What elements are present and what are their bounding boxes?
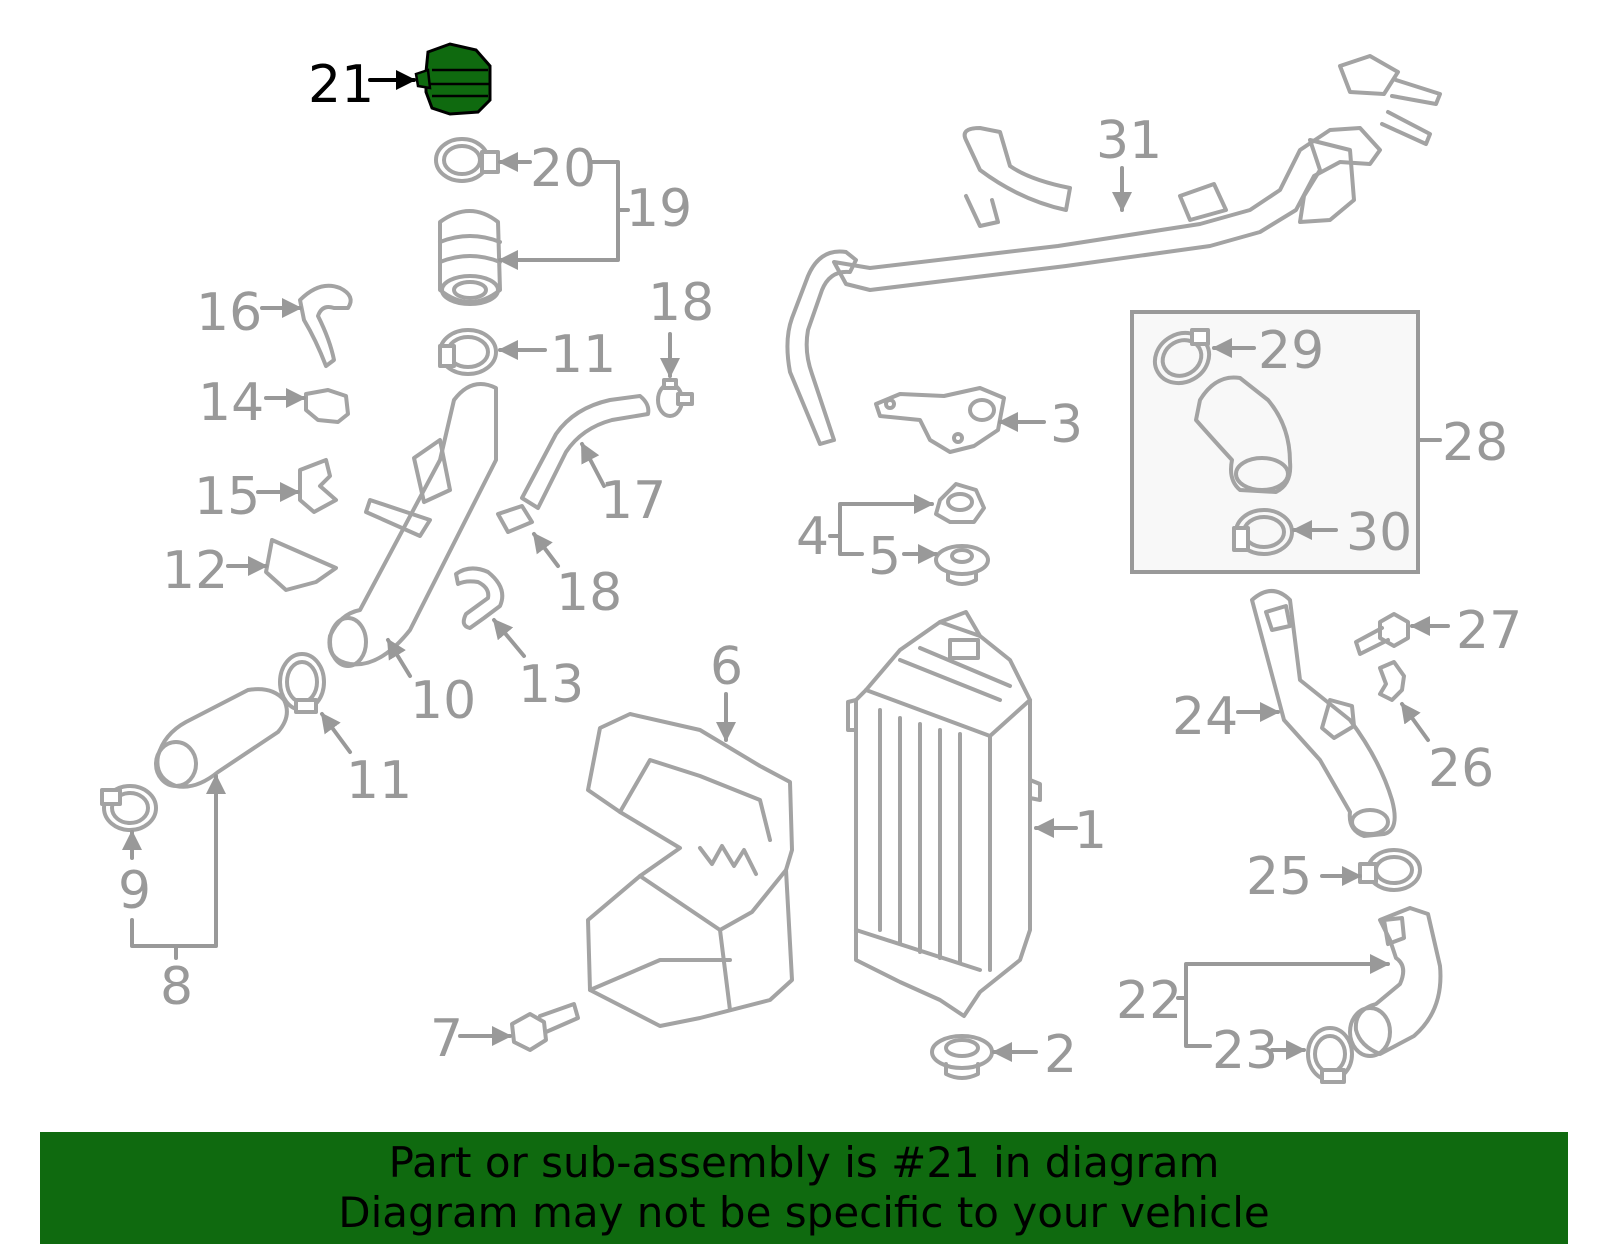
part-20-clamp[interactable]: [434, 137, 500, 183]
callout-20: 20: [530, 139, 596, 199]
callout-24: 24: [1172, 687, 1238, 747]
callout-10: 10: [410, 671, 476, 731]
part-4-mount[interactable]: [934, 482, 986, 524]
info-banner: Part or sub-assembly is #21 in diagram D…: [40, 1132, 1568, 1244]
part-19-hose[interactable]: [438, 209, 502, 306]
banner-line-part: Part or sub-assembly is #21 in diagram: [388, 1138, 1220, 1187]
callout-5: 5: [868, 527, 901, 587]
part-27-bolt[interactable]: [1354, 612, 1410, 656]
callout-2: 2: [1044, 1025, 1077, 1085]
callout-14: 14: [198, 373, 264, 433]
part-31-pipe[interactable]: [785, 54, 1442, 446]
callout-18-lower: 18: [556, 563, 622, 623]
callout-13: 13: [518, 655, 584, 715]
callout-7: 7: [430, 1009, 463, 1069]
part-15-bracket[interactable]: [298, 458, 338, 514]
part-13-hose[interactable]: [454, 566, 505, 630]
part-11-lower-clamp[interactable]: [278, 652, 326, 714]
banner-line-disclaimer: Diagram may not be specific to your vehi…: [338, 1188, 1270, 1237]
part-21-cap[interactable]: [414, 42, 492, 116]
part-2-grommet[interactable]: [930, 1034, 994, 1080]
callout-29: 29: [1258, 321, 1324, 381]
callout-1: 1: [1074, 801, 1107, 861]
part-25-clamp[interactable]: [1358, 848, 1422, 892]
callout-21: 21: [308, 55, 374, 115]
part-8-hose[interactable]: [154, 687, 289, 789]
callout-25: 25: [1246, 847, 1312, 907]
part-7-bolt[interactable]: [510, 1002, 580, 1052]
callout-19: 19: [626, 179, 692, 239]
part-24-pipe[interactable]: [1250, 589, 1397, 838]
callout-8: 8: [160, 957, 193, 1017]
part-16-hose[interactable]: [298, 283, 353, 368]
callout-12: 12: [162, 541, 228, 601]
part-12-bracket[interactable]: [264, 538, 338, 592]
callout-16: 16: [196, 283, 262, 343]
callout-26: 26: [1428, 739, 1494, 799]
part-18-clamp-upper[interactable]: [656, 378, 694, 418]
part-6-air-box[interactable]: [586, 712, 794, 1028]
callout-30: 30: [1346, 503, 1412, 563]
callout-23: 23: [1212, 1021, 1278, 1081]
callout-9: 9: [118, 861, 151, 921]
part-14-bracket[interactable]: [304, 388, 350, 424]
part-17-hose[interactable]: [520, 394, 651, 510]
part-22-hose[interactable]: [1348, 906, 1443, 1058]
callout-11-upper: 11: [550, 325, 616, 385]
callout-11-lower: 11: [346, 751, 412, 811]
callout-15: 15: [194, 467, 260, 527]
part-26-clip[interactable]: [1378, 660, 1406, 702]
part-5-grommet[interactable]: [934, 544, 990, 586]
part-3-bracket[interactable]: [874, 386, 1006, 454]
callout-28: 28: [1442, 413, 1508, 473]
part-28-hose[interactable]: [1194, 375, 1293, 494]
callout-17: 17: [600, 471, 666, 531]
part-10-pipe[interactable]: [327, 382, 498, 668]
callout-6: 6: [710, 637, 743, 697]
callout-27: 27: [1456, 601, 1522, 661]
part-1-intercooler[interactable]: [846, 610, 1042, 1018]
part-18-clamp-lower[interactable]: [496, 504, 534, 534]
callout-22: 22: [1116, 971, 1182, 1031]
callout-18-upper: 18: [648, 273, 714, 333]
part-29-clamp[interactable]: [1146, 323, 1218, 393]
part-11-upper-clamp[interactable]: [438, 328, 498, 376]
callout-4: 4: [796, 507, 829, 567]
callout-31: 31: [1096, 111, 1162, 171]
part-23-clamp[interactable]: [1306, 1026, 1354, 1084]
part-9-clamp[interactable]: [100, 784, 158, 832]
part-28-group-box: [1130, 310, 1420, 574]
callout-3: 3: [1050, 395, 1083, 455]
